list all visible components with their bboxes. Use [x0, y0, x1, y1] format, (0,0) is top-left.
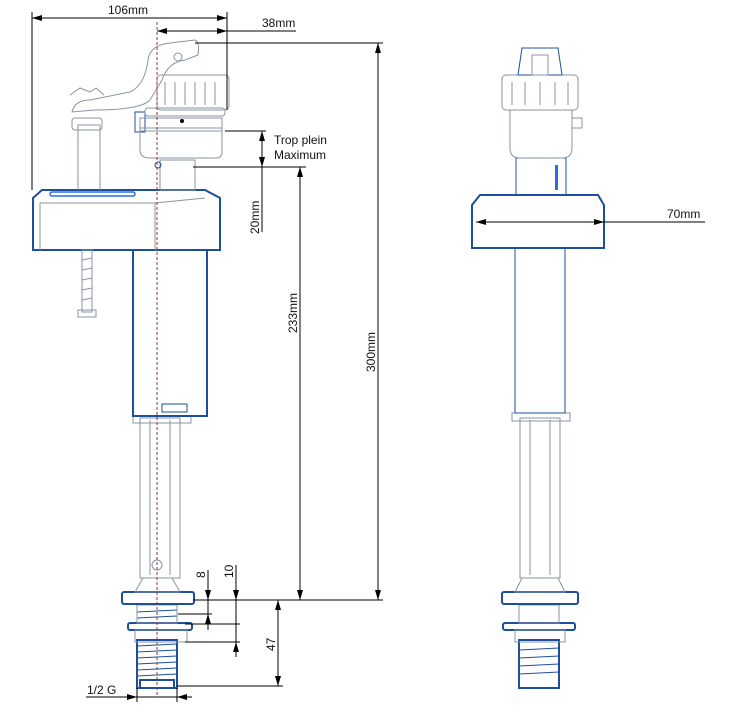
- side-view-valve: [32, 22, 230, 695]
- dim-47: 47: [264, 637, 278, 651]
- overflow-label-2: Maximum: [274, 148, 326, 162]
- dimension-labels: 106mm 38mm Trop plein Maximum 20mm 233mm…: [87, 3, 700, 697]
- dim-8: 8: [194, 571, 208, 578]
- front-view-valve: [471, 47, 605, 689]
- thread-size: 1/2 G: [87, 683, 116, 697]
- overflow-label-1: Trop plein: [274, 133, 327, 147]
- dim-106mm: 106mm: [108, 3, 148, 17]
- cap-ribs: [164, 82, 216, 105]
- dim-70mm: 70mm: [667, 207, 700, 221]
- dim-300mm: 300mm: [364, 332, 378, 372]
- dim-38mm: 38mm: [262, 16, 295, 30]
- dimension-lines: [31, 12, 705, 702]
- dim-20mm: 20mm: [248, 201, 262, 234]
- dim-10: 10: [222, 564, 236, 578]
- dim-233mm: 233mm: [286, 293, 300, 333]
